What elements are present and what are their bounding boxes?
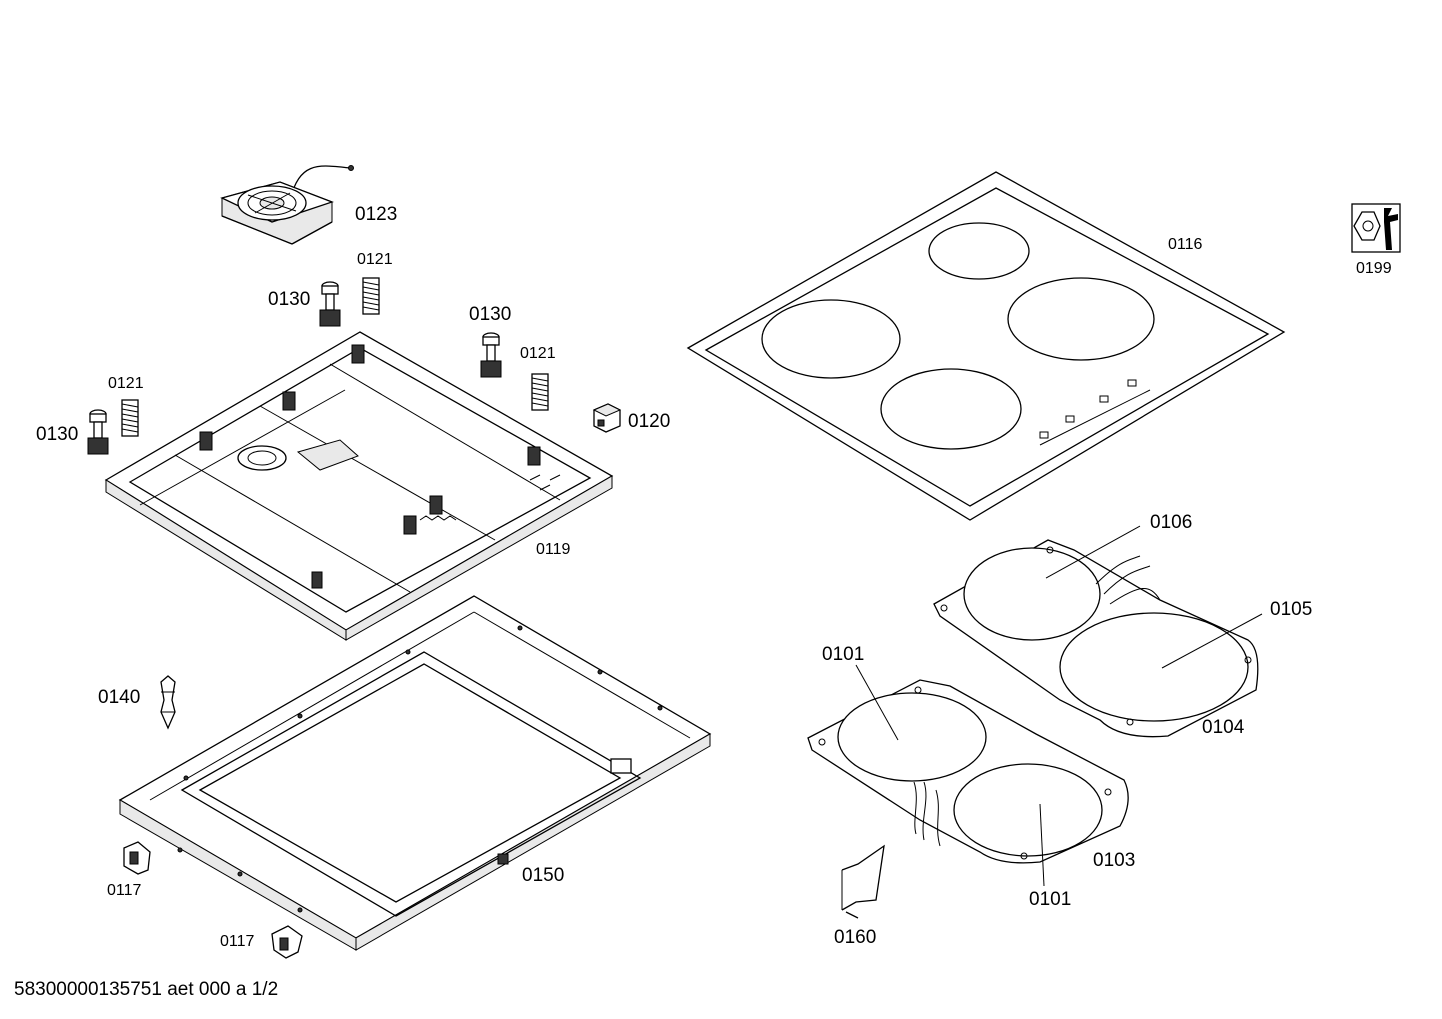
ceramic-hob-top-0116 bbox=[686, 171, 1286, 521]
label-0199: 0199 bbox=[1356, 260, 1392, 277]
label-0119: 0119 bbox=[536, 541, 571, 558]
leader-lines bbox=[855, 525, 1263, 887]
base-tray-0119 bbox=[104, 331, 614, 641]
bracket-0160 bbox=[841, 844, 885, 919]
label-0116: 0116 bbox=[1168, 236, 1203, 253]
spring-b bbox=[531, 373, 549, 411]
label-0121-b: 0121 bbox=[520, 345, 556, 362]
label-0105: 0105 bbox=[1270, 599, 1312, 620]
label-0101-b: 0101 bbox=[1029, 889, 1071, 910]
label-0121-a: 0121 bbox=[357, 251, 393, 268]
housing-frame-0150 bbox=[118, 595, 712, 951]
label-0160: 0160 bbox=[834, 927, 876, 948]
label-0117-b: 0117 bbox=[220, 933, 255, 950]
carrier-plate-0104 bbox=[933, 539, 1259, 738]
spacer-0140 bbox=[160, 675, 176, 730]
connector-0120 bbox=[592, 403, 622, 433]
foot-a bbox=[319, 281, 341, 327]
label-0104: 0104 bbox=[1202, 717, 1245, 738]
label-0117-a: 0117 bbox=[107, 882, 142, 899]
label-0130-b: 0130 bbox=[469, 304, 511, 325]
label-0106: 0106 bbox=[1150, 512, 1192, 533]
label-0120: 0120 bbox=[628, 411, 670, 432]
document-reference: 58300000135751 aet 000 a 1/2 bbox=[14, 979, 279, 1000]
label-0130-c: 0130 bbox=[36, 424, 78, 445]
clip-0117-b bbox=[271, 925, 303, 959]
spring-a bbox=[362, 277, 380, 315]
label-0130-a: 0130 bbox=[268, 289, 310, 310]
label-0101-a: 0101 bbox=[822, 644, 864, 665]
label-0121-c: 0121 bbox=[108, 375, 144, 392]
clip-0117-a bbox=[123, 841, 151, 875]
spring-c bbox=[121, 399, 139, 437]
label-0123: 0123 bbox=[355, 204, 397, 225]
foot-b bbox=[480, 332, 502, 378]
carrier-plate-0103 bbox=[807, 679, 1129, 864]
fan-assembly bbox=[220, 165, 354, 245]
label-0103: 0103 bbox=[1093, 850, 1135, 871]
foot-c bbox=[87, 409, 109, 455]
wrench-nut-icon bbox=[1351, 203, 1401, 253]
label-0140: 0140 bbox=[98, 687, 140, 708]
label-0150: 0150 bbox=[522, 865, 564, 886]
